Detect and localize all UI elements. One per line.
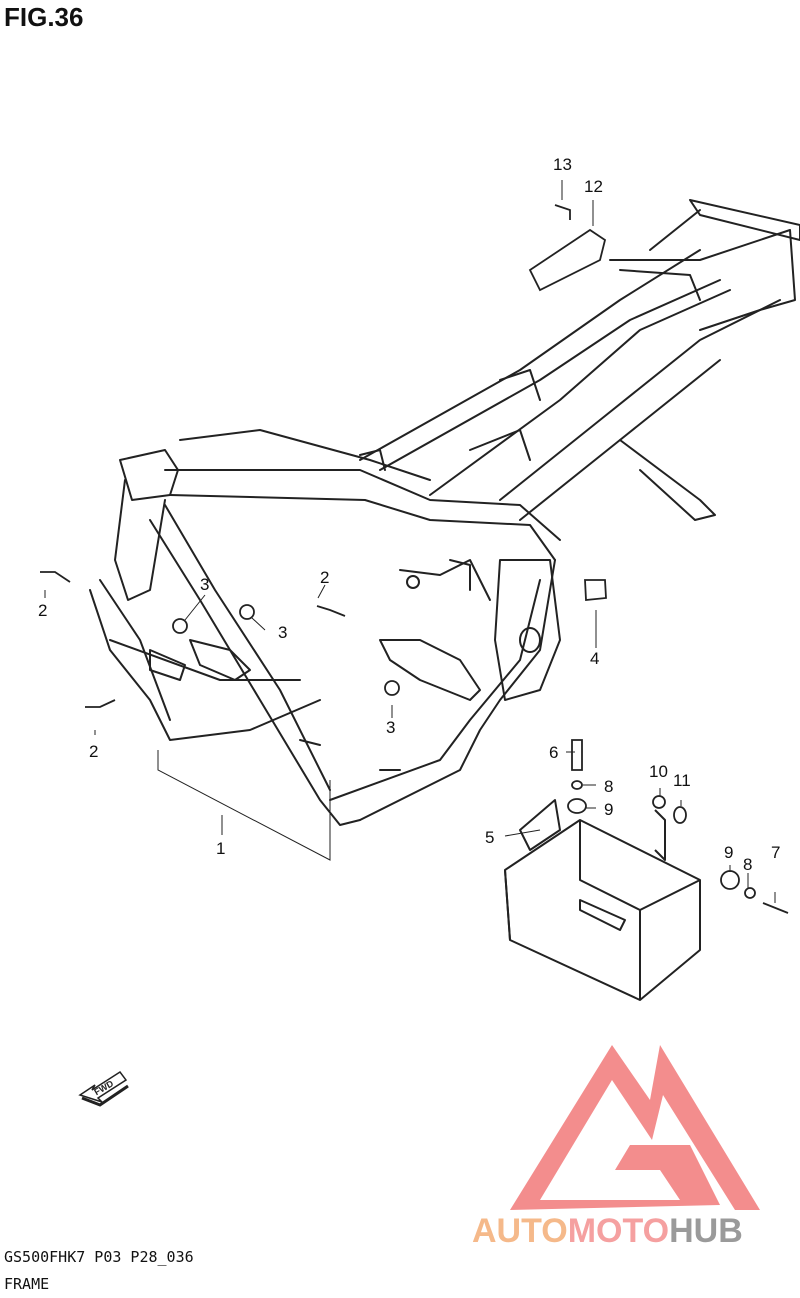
callout-3: 3 xyxy=(386,718,395,737)
callout-9: 9 xyxy=(724,843,733,862)
callout-5: 5 xyxy=(485,828,494,847)
main-frame xyxy=(89,199,800,826)
watermark-hub: HUB xyxy=(669,1212,743,1250)
nut-3-c xyxy=(384,680,400,696)
bolt-6 xyxy=(571,739,583,771)
frame-hardware xyxy=(40,571,607,708)
battery-hardware xyxy=(567,739,789,914)
callout-8: 8 xyxy=(743,855,752,874)
callout-13: 13 xyxy=(553,155,572,174)
bolt-13 xyxy=(554,204,571,220)
callout-2: 2 xyxy=(38,601,47,620)
collar-8-b xyxy=(744,887,756,899)
callout-12: 12 xyxy=(584,177,603,196)
nut-3-b xyxy=(239,604,255,620)
callout-8: 8 xyxy=(604,777,613,796)
callout-3: 3 xyxy=(200,575,209,594)
callout-10: 10 xyxy=(649,762,668,781)
callout-labels: 1 2 2 2 3 3 3 4 5 6 7 8 8 9 9 10 11 12 1… xyxy=(38,155,780,874)
leader-lines xyxy=(44,180,776,903)
cushion-9-a xyxy=(567,798,587,814)
battery-holder xyxy=(504,799,701,1001)
callout-9: 9 xyxy=(604,800,613,819)
cushion-9-b xyxy=(720,870,740,890)
watermark-text: AUTOMOTOHUB xyxy=(472,1212,743,1251)
rear-bracket-12 xyxy=(528,204,607,292)
bolt-2-c xyxy=(316,605,346,617)
callout-1: 1 xyxy=(216,839,225,858)
callout-2: 2 xyxy=(89,742,98,761)
watermark-logo-icon xyxy=(510,1045,760,1210)
model-code: GS500FHK7 P03 P28_036 xyxy=(4,1248,194,1266)
section-name: FRAME xyxy=(4,1275,50,1293)
washer-11 xyxy=(673,806,687,824)
collar-8-a xyxy=(571,780,583,790)
fwd-arrow-icon: FWD xyxy=(78,1070,129,1107)
callout-6: 6 xyxy=(549,743,558,762)
bolt-7 xyxy=(762,902,789,914)
figure-title: FIG.36 xyxy=(4,2,84,32)
callout-3: 3 xyxy=(278,623,287,642)
nut-3-a xyxy=(172,618,188,634)
callout-7: 7 xyxy=(771,843,780,862)
watermark-auto: AUTO xyxy=(472,1212,568,1250)
watermark-moto: MOTO xyxy=(567,1212,670,1250)
grommet-4 xyxy=(584,579,607,601)
callout-4: 4 xyxy=(590,649,599,668)
nut-10 xyxy=(652,795,666,809)
bolt-2-b xyxy=(85,699,116,708)
callout-11: 11 xyxy=(673,771,691,790)
callout-2: 2 xyxy=(320,568,329,587)
bolt-2-a xyxy=(40,571,71,583)
